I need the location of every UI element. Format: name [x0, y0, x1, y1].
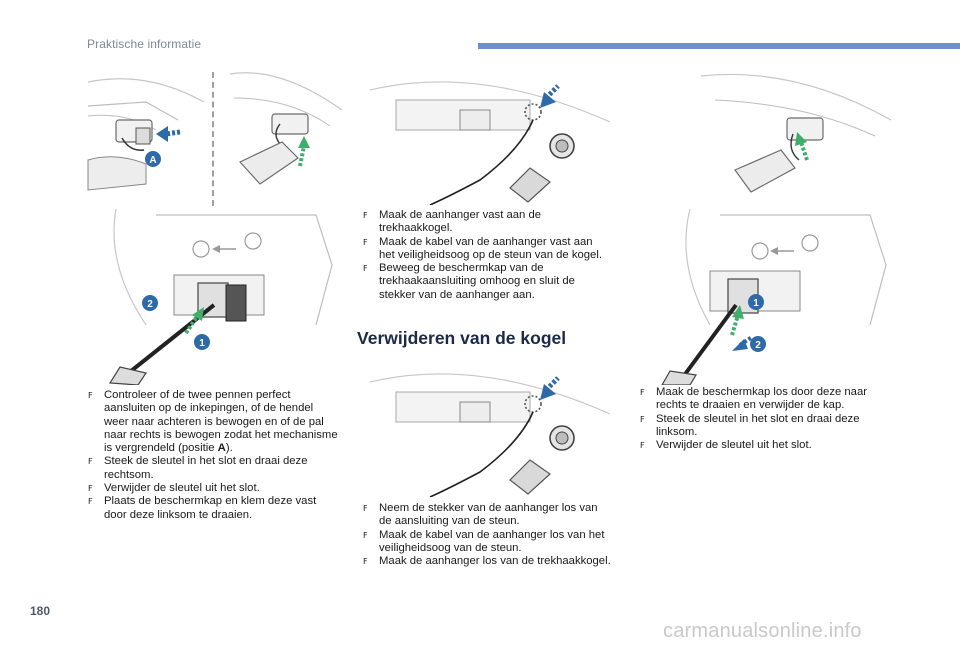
- checkbox-bullet-icon: F: [363, 264, 368, 274]
- list-item: F Maak de beschermkap los door deze naar…: [640, 386, 867, 412]
- list-item: F Steek de sleutel in het slot en draai …: [640, 412, 860, 438]
- left-instructions: F Controleer of de twee pennen perfect a…: [88, 389, 340, 522]
- page-number: 180: [30, 604, 51, 618]
- section-heading: Verwijderen van de kogel: [357, 328, 567, 348]
- illustration-cover-top: [220, 70, 345, 195]
- callout-a-label: A: [149, 155, 156, 166]
- illustration-cover-right: [695, 70, 895, 195]
- checkbox-bullet-icon: F: [88, 497, 93, 507]
- list-item: F Maak de aanhanger vast aan de trekhaak…: [363, 209, 542, 235]
- list-item: F Controleer of de twee pennen perfect a…: [88, 389, 338, 455]
- checkbox-bullet-icon: F: [640, 414, 645, 424]
- checkbox-bullet-icon: F: [640, 441, 645, 451]
- checkbox-bullet-icon: F: [363, 237, 368, 247]
- position-ref: A: [217, 442, 226, 455]
- list-item: F Steek de sleutel in het slot en draai …: [88, 455, 308, 481]
- attach-instructions: F Maak de aanhanger vast aan de trekhaak…: [363, 209, 611, 302]
- illustration-hitch-attach: [360, 70, 615, 205]
- callout-two-label-right: 2: [755, 340, 761, 351]
- illustration-hitch-remove: [360, 362, 615, 497]
- list-item: F Beweeg de beschermkap van de trekhaaka…: [363, 262, 575, 301]
- checkbox-bullet-icon: F: [363, 557, 368, 567]
- list-item: F Maak de kabel van de aanhanger los van…: [363, 528, 605, 554]
- checkbox-bullet-icon: F: [363, 211, 368, 220]
- list-item: F Verwijder de sleutel uit het slot.: [640, 439, 812, 452]
- watermark: carmanualsonline.info: [663, 620, 862, 642]
- right-instructions: F Maak de beschermkap los door deze naar…: [640, 386, 895, 452]
- illustration-towbar-lock-a: A: [86, 72, 206, 192]
- list-item: F Neem de stekker van de aanhanger los v…: [363, 502, 598, 528]
- list-item: F Maak de aanhanger los van de trekhaakk…: [363, 555, 611, 568]
- dashed-divider: [212, 72, 214, 206]
- list-item: F Maak de kabel van de aanhanger vast aa…: [363, 235, 602, 261]
- header-accent-bar: [478, 43, 960, 49]
- checkbox-bullet-icon: F: [88, 457, 93, 467]
- list-item: F Plaats de beschermkap en klem deze vas…: [88, 495, 317, 521]
- illustration-key-lock-left: 2 1: [86, 205, 346, 385]
- list-item: F Verwijder de sleutel uit het slot.: [88, 482, 260, 495]
- illustration-key-lock-right: 1 2: [640, 205, 895, 385]
- checkbox-bullet-icon: F: [363, 530, 368, 540]
- section-title: Praktische informatie: [87, 37, 202, 51]
- checkbox-bullet-icon: F: [363, 504, 368, 513]
- callout-two-label: 2: [147, 299, 153, 310]
- checkbox-bullet-icon: F: [88, 484, 93, 494]
- remove-instructions: F Neem de stekker van de aanhanger los v…: [363, 502, 613, 568]
- checkbox-bullet-icon: F: [88, 391, 93, 400]
- callout-one-label: 1: [199, 338, 205, 349]
- checkbox-bullet-icon: F: [640, 388, 645, 397]
- callout-one-label-right: 1: [753, 298, 759, 309]
